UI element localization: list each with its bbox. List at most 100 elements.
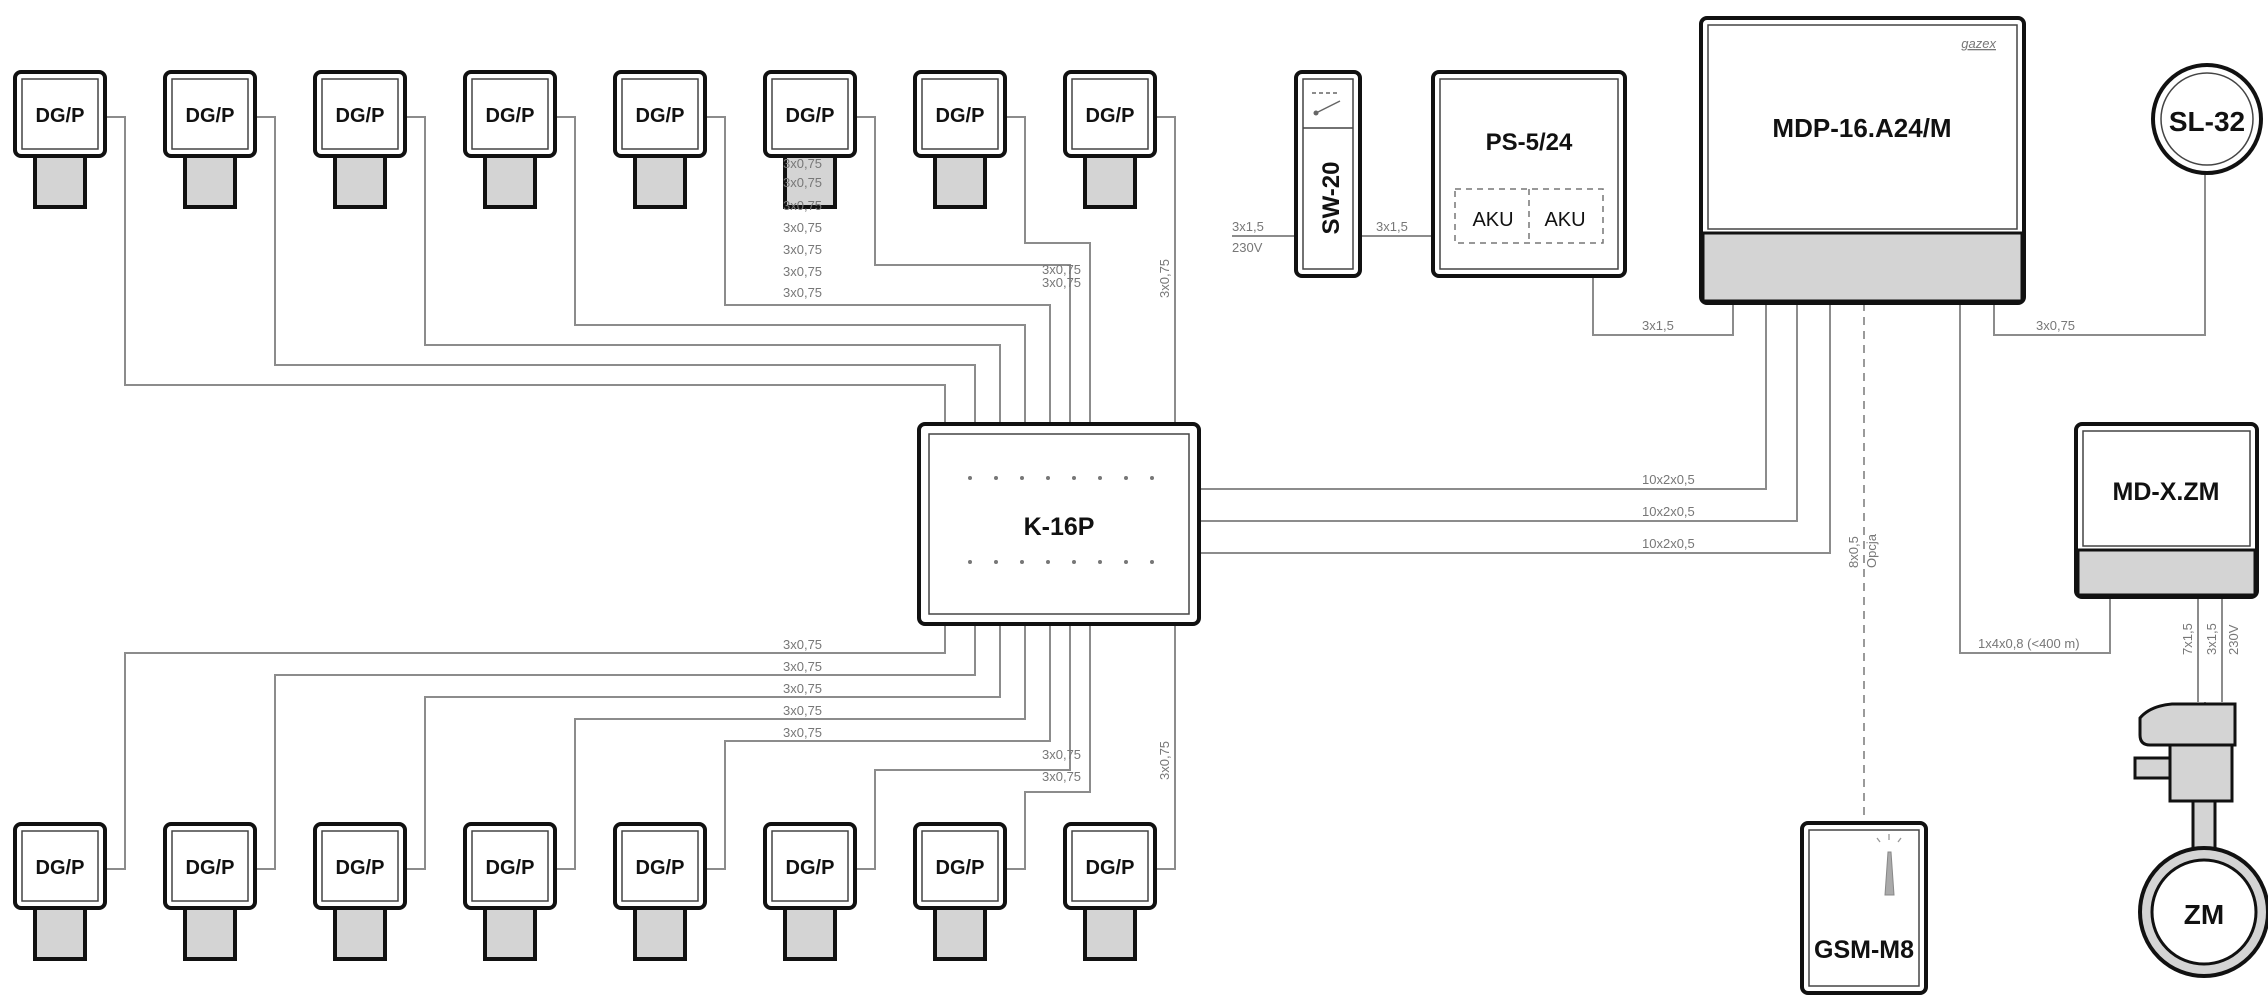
bus-wire-2 — [1199, 303, 1798, 522]
switch-icon-pivot — [1313, 110, 1319, 116]
detector-wire-top — [1005, 116, 1091, 424]
terminal-dot — [1098, 476, 1102, 480]
cable-label-mains: 3x1,5 — [1232, 219, 1264, 234]
cable-label-detector: 3x0,75 — [1157, 259, 1172, 298]
terminal-dot — [994, 476, 998, 480]
detector-wire-top — [1155, 116, 1176, 424]
cable-label-detector: 3x0,75 — [783, 659, 822, 674]
cable-label-voltage: 230V — [1232, 240, 1263, 255]
detector-wire-bottom — [855, 624, 1071, 870]
gas-detector: DG/P — [613, 822, 707, 961]
detector-base — [483, 152, 537, 209]
signaller-face — [2160, 72, 2254, 166]
detector-label: DG/P — [1086, 857, 1135, 879]
gas-detector: DG/P — [163, 70, 257, 209]
gas-detector: DG/P — [763, 822, 857, 961]
gas-detector: DG/P — [13, 822, 107, 961]
cable-label-detector: 3x0,75 — [783, 285, 822, 300]
detector-label: DG/P — [186, 857, 235, 879]
gsm-face — [1808, 829, 1920, 987]
gas-detector: DG/P — [313, 70, 407, 209]
detector-face — [921, 830, 999, 902]
cable-label-valve: 7x1,5 — [2180, 623, 2195, 655]
gas-detector: DG/P — [313, 822, 407, 961]
switch-icon — [1312, 92, 1341, 116]
gas-detector: DG/P — [163, 822, 257, 961]
detector-base — [33, 152, 87, 209]
detector-base — [183, 152, 237, 209]
gas-detector: DG/P — [463, 70, 557, 209]
devices: DG/P DG/P DG/P DG/P DG/P DG/P DG/P DG/P DG/P DG/P… — [13, 16, 2268, 995]
cable-labels: 3x0,753x0,753x0,753x0,753x0,753x0,753x0,… — [783, 156, 2241, 784]
gas-detector: DG/P — [13, 70, 107, 209]
cable-label-bus: 10x2x0,5 — [1642, 536, 1695, 551]
detector-face — [321, 78, 399, 150]
detector-face — [771, 78, 849, 150]
detector-face — [771, 830, 849, 902]
valve-module-wire — [1959, 303, 2111, 654]
terminal-dot — [1124, 476, 1128, 480]
valve-actuator-head — [2138, 702, 2237, 747]
antenna-mast — [1884, 851, 1895, 896]
cable-label-detector: 3x0,75 — [1042, 275, 1081, 290]
junction-box-face — [928, 433, 1190, 615]
detector-face — [1071, 78, 1149, 150]
detector-wire-bottom — [705, 624, 1051, 870]
terminal-dot — [968, 476, 972, 480]
detector-base — [633, 904, 687, 961]
terminal-dot — [1072, 476, 1076, 480]
terminal-dot — [1046, 476, 1050, 480]
junction-box-label: K-16P — [1024, 513, 1095, 541]
battery-label: AKU — [1472, 209, 1513, 231]
detector-label: DG/P — [786, 105, 835, 127]
signaller-label: SL-32 — [2169, 106, 2245, 137]
terminal-dot — [994, 560, 998, 564]
detector-label: DG/P — [486, 857, 535, 879]
cable-label-detector: 3x0,75 — [783, 681, 822, 696]
cable-label-detector: 3x0,75 — [1042, 747, 1081, 762]
detector-face — [1071, 830, 1149, 902]
detector-base — [933, 152, 987, 209]
detector-wire-bottom — [1005, 624, 1091, 870]
detector-face — [471, 78, 549, 150]
gas-detector: DG/P — [463, 822, 557, 961]
detector-wire-bottom — [405, 624, 1001, 870]
detector-face — [21, 78, 99, 150]
terminal-dot — [1020, 476, 1024, 480]
detector-label: DG/P — [336, 105, 385, 127]
detector-label: DG/P — [486, 105, 535, 127]
detector-wire-top — [855, 116, 1071, 424]
detector-label: DG/P — [336, 857, 385, 879]
cable-label-detector: 3x0,75 — [783, 220, 822, 235]
cable-label-detector: 3x0,75 — [783, 175, 822, 190]
detector-wire-bottom — [555, 624, 1026, 870]
detector-base — [333, 904, 387, 961]
detector-base — [783, 904, 837, 961]
terminal-dot — [1020, 560, 1024, 564]
cable-label-detector: 3x0,75 — [1157, 741, 1172, 780]
valve-icon — [2133, 702, 2268, 978]
cable-label-detector: 3x0,75 — [1042, 262, 1081, 277]
cable-label-detector: 3x0,75 — [783, 264, 822, 279]
detector-base — [33, 904, 87, 961]
controller-label: MDP-16.A24/M — [1772, 113, 1951, 143]
detector-label: DG/P — [786, 857, 835, 879]
detector-face — [621, 830, 699, 902]
terminal-dot — [968, 560, 972, 564]
detector-wire-top — [405, 116, 1001, 424]
valve-module-terminal-strip — [2076, 548, 2257, 597]
detector-base — [1083, 152, 1137, 209]
cable-label-valve-power: 3x1,5 — [2204, 623, 2219, 655]
cable-label-detector: 3x0,75 — [783, 156, 822, 171]
bus-wire-1 — [1199, 303, 1767, 490]
cable-label-switch-psu: 3x1,5 — [1376, 219, 1408, 234]
valve-stem — [2191, 799, 2217, 851]
bus-wire-3 — [1199, 303, 1831, 554]
cable-label-bus: 10x2x0,5 — [1642, 504, 1695, 519]
terminal-dot — [1098, 560, 1102, 564]
detector-wire-bottom — [105, 624, 946, 870]
signaller-wire — [1993, 165, 2206, 336]
detector-label: DG/P — [186, 105, 235, 127]
detector-face — [321, 830, 399, 902]
detector-label: DG/P — [936, 857, 985, 879]
